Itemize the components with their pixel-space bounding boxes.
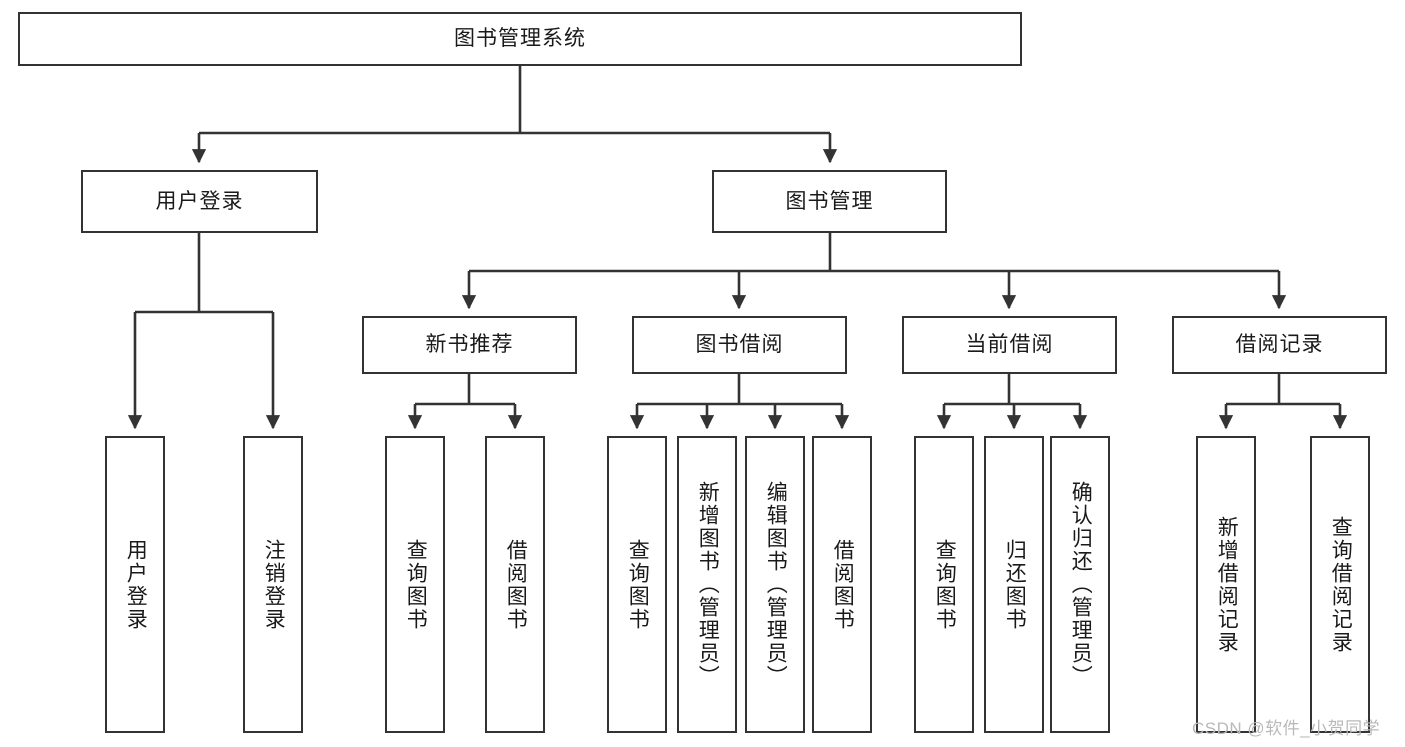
node-label: 注销登录 [262, 538, 286, 631]
node-root-system[interactable]: 图书管理系统 [18, 12, 1022, 66]
node-label: 当前借阅 [965, 333, 1054, 357]
node-label: 新增图书（管理员） [696, 481, 720, 688]
node-leaf-edit-book[interactable]: 编辑图书（管理员） [745, 436, 805, 733]
node-leaf-borrow-book-1[interactable]: 借阅图书 [485, 436, 545, 733]
node-label: 新增借阅记录 [1215, 515, 1239, 654]
node-label: 新书推荐 [425, 333, 514, 357]
node-leaf-add-record[interactable]: 新增借阅记录 [1196, 436, 1256, 733]
node-leaf-add-book[interactable]: 新增图书（管理员） [677, 436, 737, 733]
node-label: 查询图书 [933, 538, 957, 631]
node-label: 查询图书 [404, 538, 428, 631]
node-new-book-recommend[interactable]: 新书推荐 [362, 316, 577, 374]
node-label: 图书管理系统 [454, 27, 586, 51]
csdn-watermark: CSDN @软件_小贺同学 [1192, 719, 1381, 738]
node-leaf-return-book[interactable]: 归还图书 [984, 436, 1044, 733]
node-label: 用户登录 [155, 189, 244, 213]
node-label: 编辑图书（管理员） [764, 481, 788, 688]
node-label: 借阅记录 [1235, 333, 1324, 357]
node-label: 图书借阅 [695, 333, 784, 357]
node-leaf-query-book-1[interactable]: 查询图书 [385, 436, 445, 733]
node-label: 用户登录 [124, 538, 148, 631]
node-book-management[interactable]: 图书管理 [712, 170, 947, 233]
node-label: 确认归还（管理员） [1069, 481, 1093, 688]
node-leaf-query-book-3[interactable]: 查询图书 [914, 436, 974, 733]
node-label: 归还图书 [1003, 538, 1027, 631]
node-label: 借阅图书 [831, 538, 855, 631]
node-leaf-query-record[interactable]: 查询借阅记录 [1310, 436, 1370, 733]
node-label: 借阅图书 [504, 538, 528, 631]
node-leaf-borrow-book-2[interactable]: 借阅图书 [812, 436, 872, 733]
node-leaf-query-book-2[interactable]: 查询图书 [607, 436, 667, 733]
node-user-login[interactable]: 用户登录 [81, 170, 318, 233]
node-current-borrow[interactable]: 当前借阅 [902, 316, 1117, 374]
node-leaf-logout[interactable]: 注销登录 [243, 436, 303, 733]
node-book-borrow[interactable]: 图书借阅 [632, 316, 847, 374]
node-label: 图书管理 [785, 189, 874, 213]
node-leaf-confirm-return[interactable]: 确认归还（管理员） [1050, 436, 1110, 733]
node-leaf-user-login[interactable]: 用户登录 [105, 436, 165, 733]
node-borrow-record[interactable]: 借阅记录 [1172, 316, 1387, 374]
node-label: 查询图书 [626, 538, 650, 631]
node-label: 查询借阅记录 [1329, 515, 1353, 654]
